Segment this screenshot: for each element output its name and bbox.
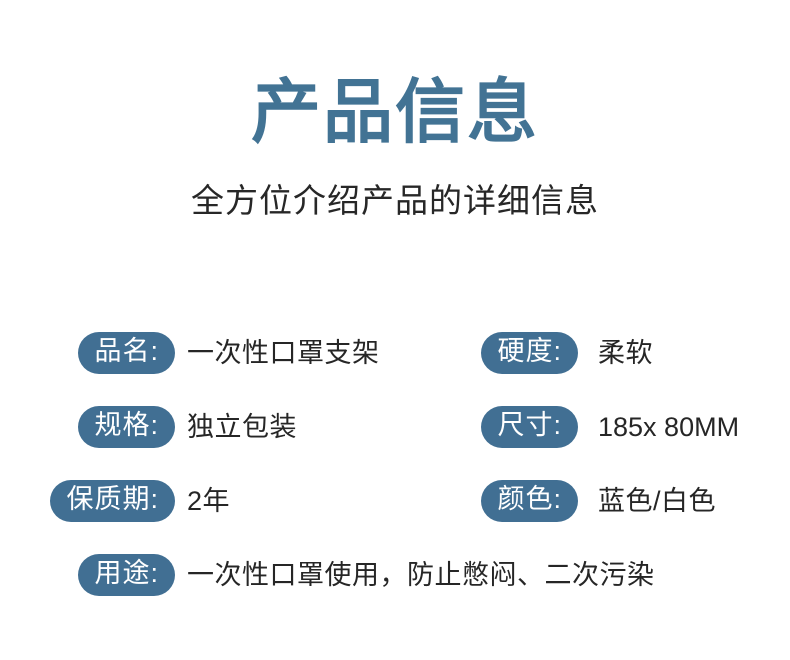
spec-label-shelf-life: 保质期: <box>50 480 175 522</box>
spec-label-hardness: 硬度: <box>481 332 578 374</box>
label-box: 规格: <box>0 406 175 448</box>
label-box: 用途: <box>0 554 175 596</box>
label-box: 保质期: <box>0 480 175 522</box>
spec-row-usage: 用途: 一次性口罩使用，防止憋闷、二次污染 <box>0 553 655 597</box>
spec-label-usage: 用途: <box>78 554 175 596</box>
spec-label-size: 尺寸: <box>481 406 578 448</box>
spec-value-specification: 独立包装 <box>187 412 297 442</box>
spec-row-color: 颜色: 蓝色/白色 <box>398 479 716 523</box>
spec-row-shelf-life: 保质期: 2年 <box>0 479 230 523</box>
label-box: 尺寸: <box>398 406 578 448</box>
spec-row-specification: 规格: 独立包装 <box>0 405 297 449</box>
spec-value-color: 蓝色/白色 <box>598 486 717 516</box>
spec-value-hardness: 柔软 <box>598 338 653 368</box>
spec-value-product-name: 一次性口罩支架 <box>187 338 380 368</box>
page-subtitle: 全方位介绍产品的详细信息 <box>191 182 599 219</box>
label-box: 颜色: <box>398 480 578 522</box>
page-title: 产品信息 <box>251 73 539 151</box>
label-box: 品名: <box>0 332 175 374</box>
spec-label-specification: 规格: <box>78 406 175 448</box>
spec-label-product-name: 品名: <box>78 332 175 374</box>
spec-value-usage: 一次性口罩使用，防止憋闷、二次污染 <box>187 560 655 590</box>
spec-label-color: 颜色: <box>481 480 578 522</box>
spec-row-product-name: 品名: 一次性口罩支架 <box>0 331 380 375</box>
label-box: 硬度: <box>398 332 578 374</box>
spec-row-hardness: 硬度: 柔软 <box>398 331 653 375</box>
spec-grid: 品名: 一次性口罩支架 规格: 独立包装 保质期: 2年 用途: 一次性口罩使用… <box>0 325 790 615</box>
spec-value-size: 185x 80MM <box>598 412 740 442</box>
spec-row-size: 尺寸: 185x 80MM <box>398 405 739 449</box>
spec-value-shelf-life: 2年 <box>187 486 231 516</box>
